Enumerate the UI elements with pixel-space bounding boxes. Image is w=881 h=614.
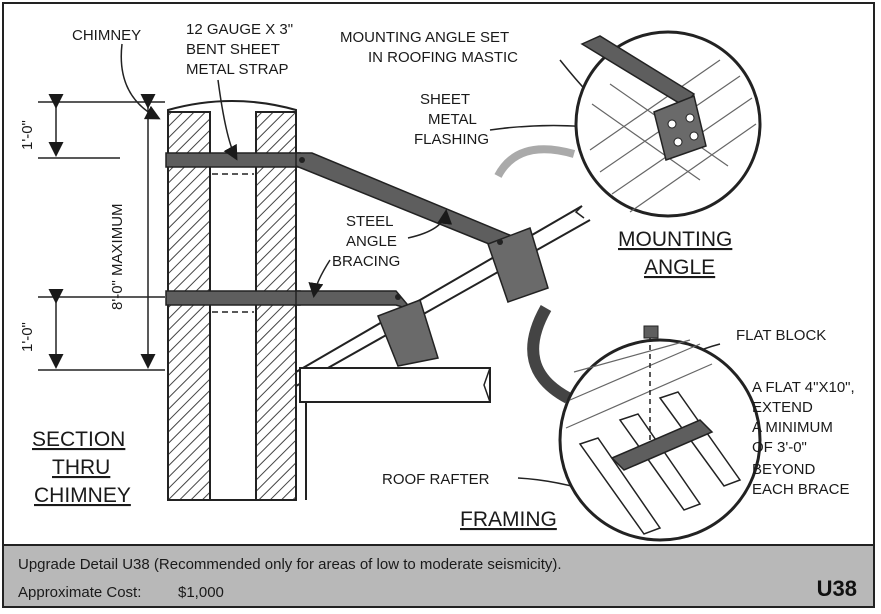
chimney-section bbox=[165, 100, 301, 501]
label-mounting-set-1: MOUNTING ANGLE SET bbox=[340, 29, 509, 46]
label-note-6: EACH BRACE bbox=[752, 481, 850, 498]
label-note-3: A MINIMUM bbox=[752, 419, 833, 436]
label-chimney: CHIMNEY bbox=[72, 27, 141, 44]
mounting-angle-title: MOUNTING ANGLE bbox=[618, 228, 732, 279]
footer-cost-value: $1,000 bbox=[178, 584, 224, 601]
label-bracing-2: ANGLE bbox=[346, 233, 397, 250]
roof-rafter-label: ROOF RAFTER bbox=[382, 471, 490, 488]
ceiling-joist bbox=[299, 367, 491, 403]
label-flat-block: FLAT BLOCK bbox=[736, 327, 826, 344]
footer-panel: Upgrade Detail U38 (Recommended only for… bbox=[4, 544, 873, 606]
label-mounting-set-2: IN ROOFING MASTIC bbox=[368, 49, 518, 66]
dimension-labels: 1'-0" 1'-0" 8'-0" MAXIMUM bbox=[19, 120, 126, 352]
roof-line-upper bbox=[295, 205, 583, 373]
roof-line-lower bbox=[295, 219, 591, 387]
brace-lower bbox=[295, 290, 415, 312]
section-title: SECTION THRU CHIMNEY bbox=[32, 428, 131, 507]
label-note-1: A FLAT 4"X10", bbox=[752, 379, 855, 396]
label-strap-3: METAL STRAP bbox=[186, 61, 289, 78]
label-note-2: EXTEND bbox=[752, 399, 813, 416]
roof-framing-section bbox=[295, 205, 591, 500]
metal-strap-upper bbox=[165, 152, 301, 168]
flat-block-label: FLAT BLOCK A FLAT 4"X10", EXTEND A MINIM… bbox=[736, 327, 855, 498]
strap-label: 12 GAUGE X 3" BENT SHEET METAL STRAP bbox=[186, 21, 293, 78]
brace-upper bbox=[295, 152, 514, 251]
bracing-label: STEEL ANGLE BRACING bbox=[332, 213, 400, 270]
steel-angle-braces bbox=[295, 152, 549, 367]
chimney-wall-left bbox=[167, 111, 211, 501]
label-roof-rafter: ROOF RAFTER bbox=[382, 471, 490, 488]
mounting-angle-detail bbox=[574, 30, 762, 218]
title-chimney: CHIMNEY bbox=[34, 484, 131, 507]
dim-label-bottom: 1'-0" bbox=[19, 322, 36, 352]
label-strap-2: BENT SHEET bbox=[186, 41, 280, 58]
label-flashing-3: FLASHING bbox=[414, 131, 489, 148]
chimney-label: CHIMNEY bbox=[72, 27, 141, 44]
metal-strap-lower bbox=[165, 290, 301, 306]
detail-code: U38 bbox=[816, 576, 857, 601]
label-flashing-1: SHEET bbox=[420, 91, 470, 108]
label-note-4: OF 3'-0" bbox=[752, 439, 807, 456]
mounting-angle-upper bbox=[487, 227, 549, 303]
mounting-angle-lower bbox=[377, 299, 439, 367]
title-section: SECTION bbox=[32, 428, 125, 451]
label-bracing-3: BRACING bbox=[332, 253, 400, 270]
label-note-5: BEYOND bbox=[752, 461, 816, 478]
framing-detail bbox=[558, 325, 762, 542]
mounting-angle-set-label: MOUNTING ANGLE SET IN ROOFING MASTIC bbox=[340, 29, 518, 66]
chimney-wall-right bbox=[255, 111, 297, 501]
label-strap-1: 12 GAUGE X 3" bbox=[186, 21, 293, 38]
framing-title: FRAMING bbox=[460, 508, 557, 531]
flashing-label: SHEET METAL FLASHING bbox=[414, 91, 489, 148]
title-mounting: MOUNTING bbox=[618, 228, 732, 251]
label-bracing-1: STEEL bbox=[346, 213, 394, 230]
detail-arrow-down bbox=[527, 305, 571, 404]
title-angle: ANGLE bbox=[644, 256, 715, 279]
label-flashing-2: METAL bbox=[428, 111, 477, 128]
title-framing: FRAMING bbox=[460, 508, 557, 531]
footer-line1: Upgrade Detail U38 (Recommended only for… bbox=[18, 556, 562, 573]
footer-cost-label: Approximate Cost: bbox=[18, 584, 142, 601]
dim-label-max: 8'-0" MAXIMUM bbox=[109, 203, 126, 310]
title-thru: THRU bbox=[52, 456, 110, 479]
dim-label-top: 1'-0" bbox=[19, 120, 36, 150]
dimensions bbox=[38, 94, 165, 371]
flat-block bbox=[610, 419, 714, 471]
detail-arrow-up bbox=[494, 145, 576, 179]
